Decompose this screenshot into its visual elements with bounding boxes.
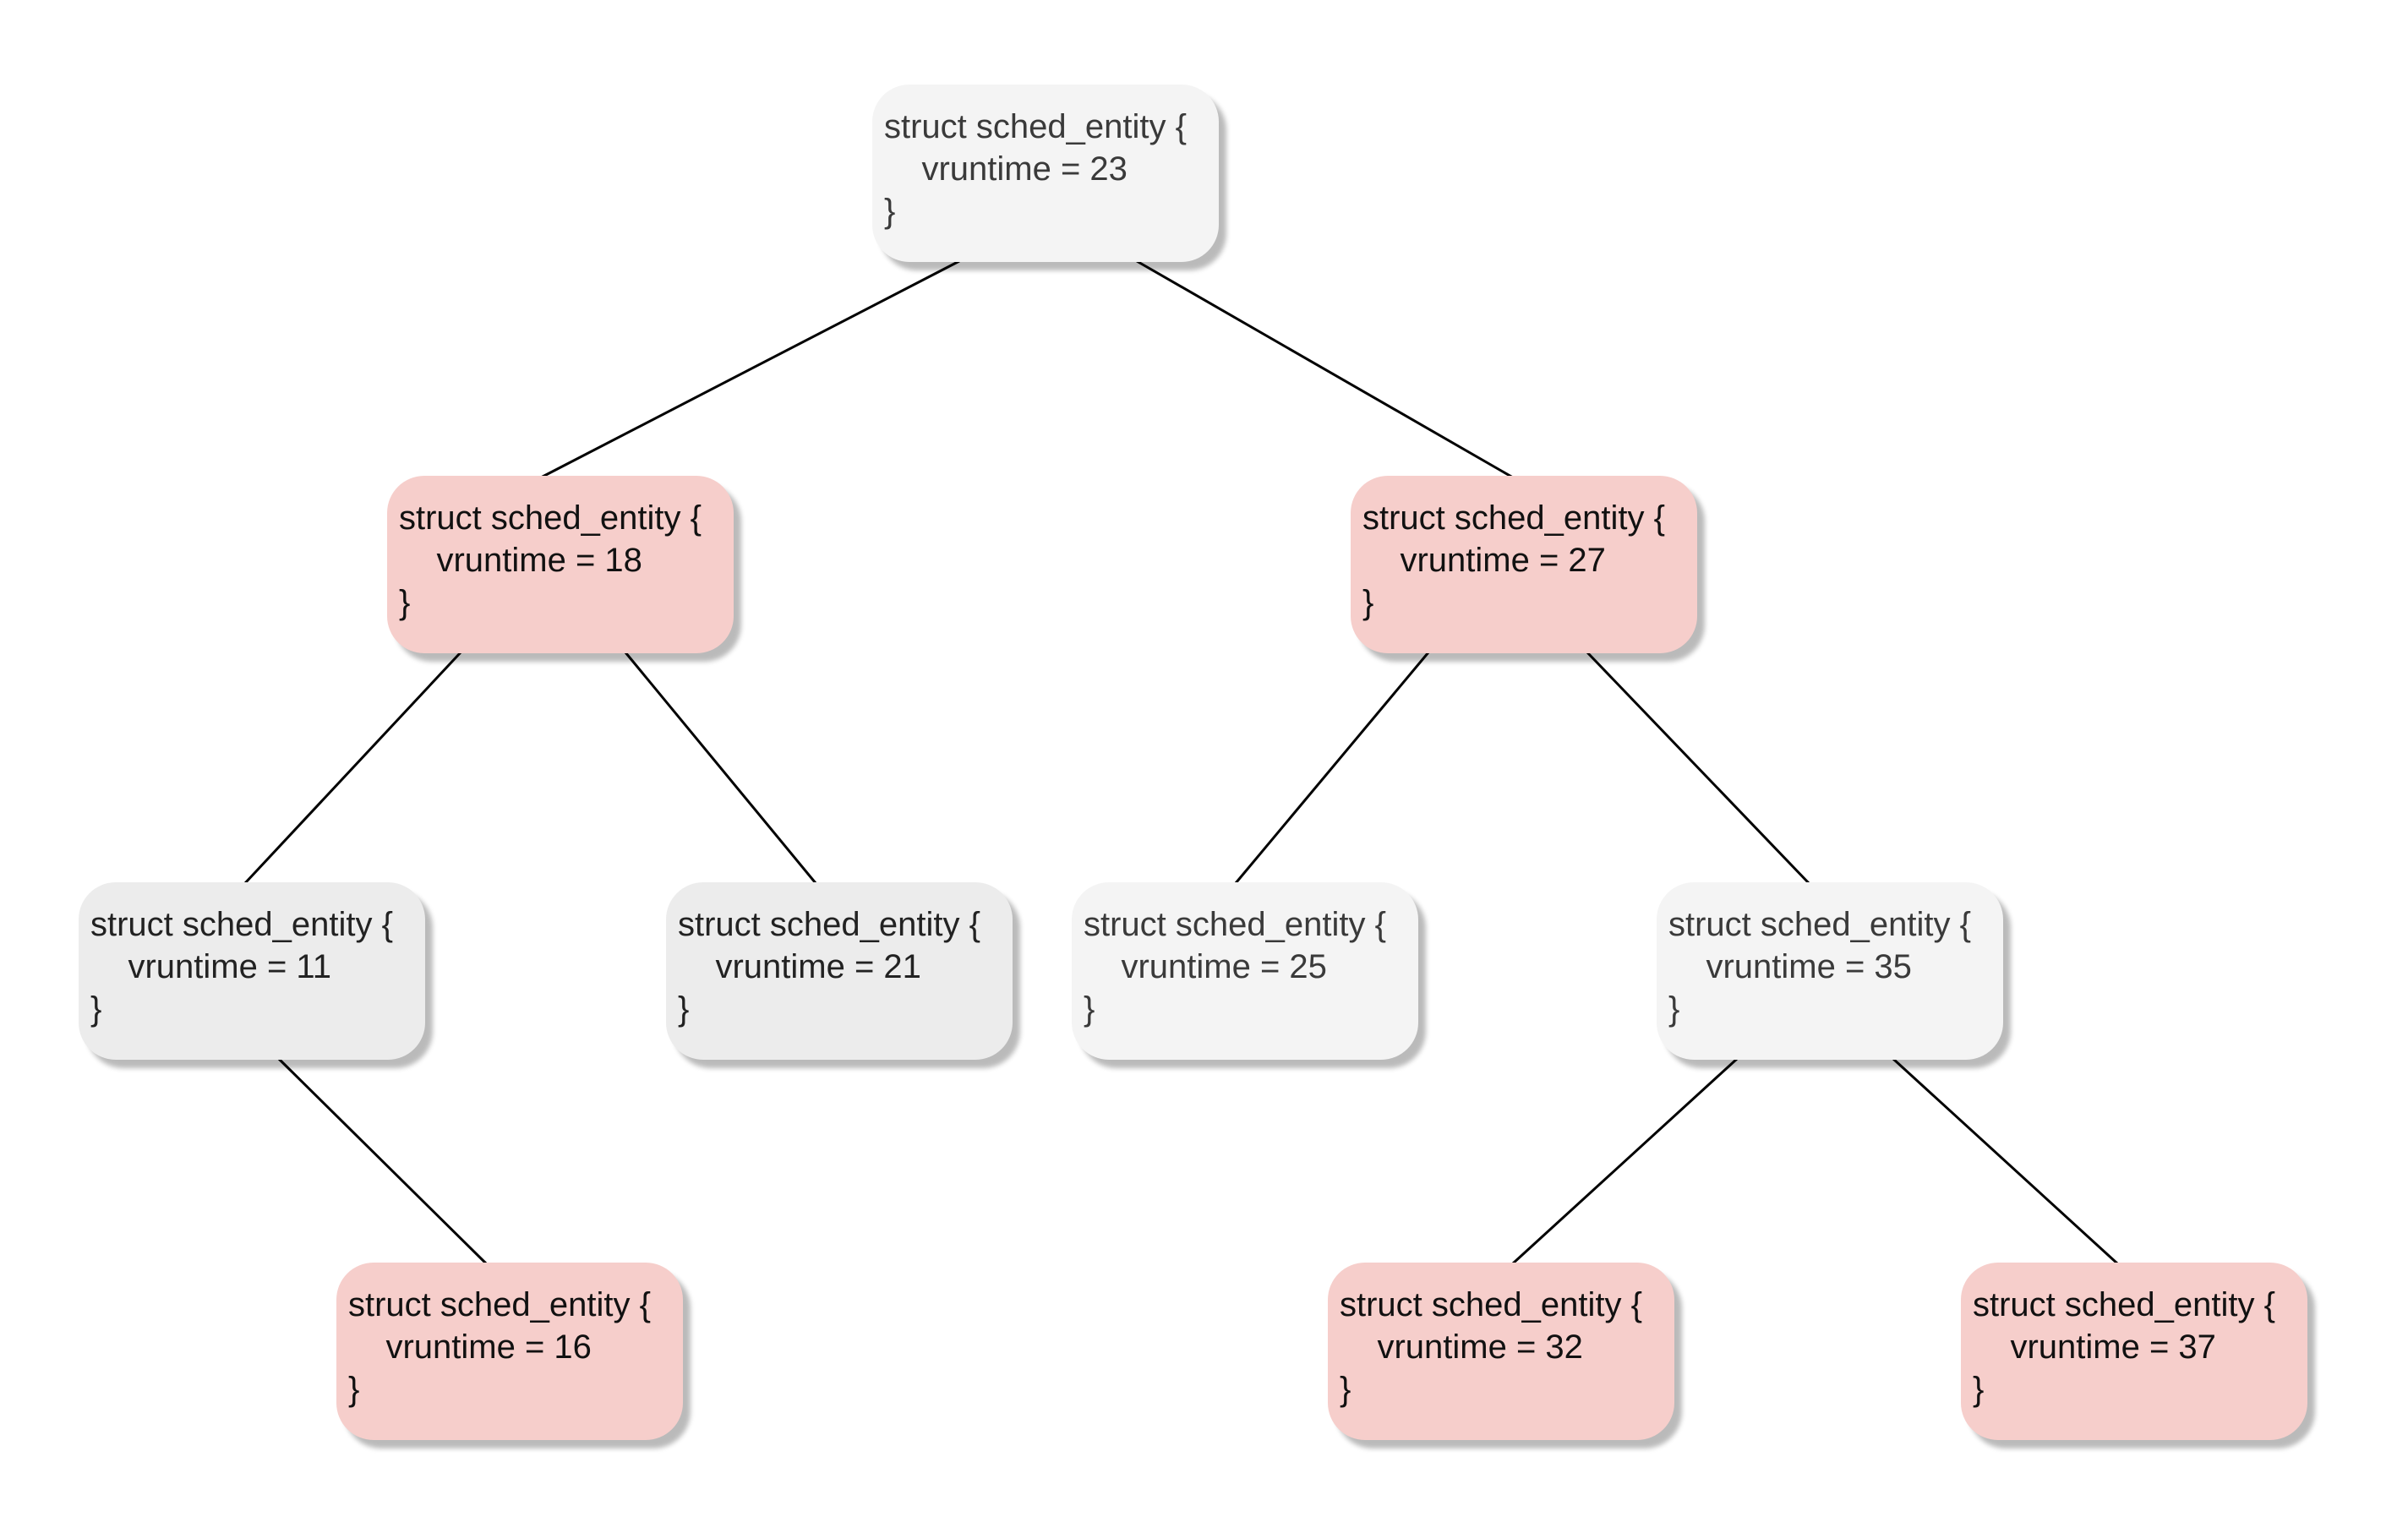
- tree-node-vruntime-21: struct sched_entity { vruntime = 21 }: [666, 882, 1013, 1060]
- tree-node-vruntime-11: struct sched_entity { vruntime = 11 }: [79, 882, 425, 1060]
- tree-edge-35-32: [1511, 1057, 1739, 1265]
- tree-edge-23-27: [1136, 259, 1514, 479]
- tree-node-vruntime-18: struct sched_entity { vruntime = 18 }: [387, 476, 734, 653]
- tree-node-vruntime-25: struct sched_entity { vruntime = 25 }: [1072, 882, 1418, 1060]
- tree-node-vruntime-35: struct sched_entity { vruntime = 35 }: [1657, 882, 2003, 1060]
- tree-edge-18-11: [243, 651, 462, 885]
- tree-edge-27-35: [1586, 651, 1810, 885]
- tree-edge-18-21: [624, 652, 817, 884]
- tree-edge-27-25: [1234, 652, 1430, 884]
- tree-edge-35-37: [1892, 1057, 2119, 1265]
- tree-node-vruntime-32: struct sched_entity { vruntime = 32 }: [1328, 1263, 1674, 1440]
- tree-node-vruntime-16: struct sched_entity { vruntime = 16 }: [336, 1263, 683, 1440]
- tree-node-vruntime-37: struct sched_entity { vruntime = 37 }: [1961, 1263, 2307, 1440]
- tree-edge-11-16: [277, 1057, 488, 1265]
- tree-edge-23-18: [540, 259, 960, 479]
- tree-node-vruntime-23: struct sched_entity { vruntime = 23 }: [872, 85, 1219, 262]
- tree-node-vruntime-27: struct sched_entity { vruntime = 27 }: [1351, 476, 1697, 653]
